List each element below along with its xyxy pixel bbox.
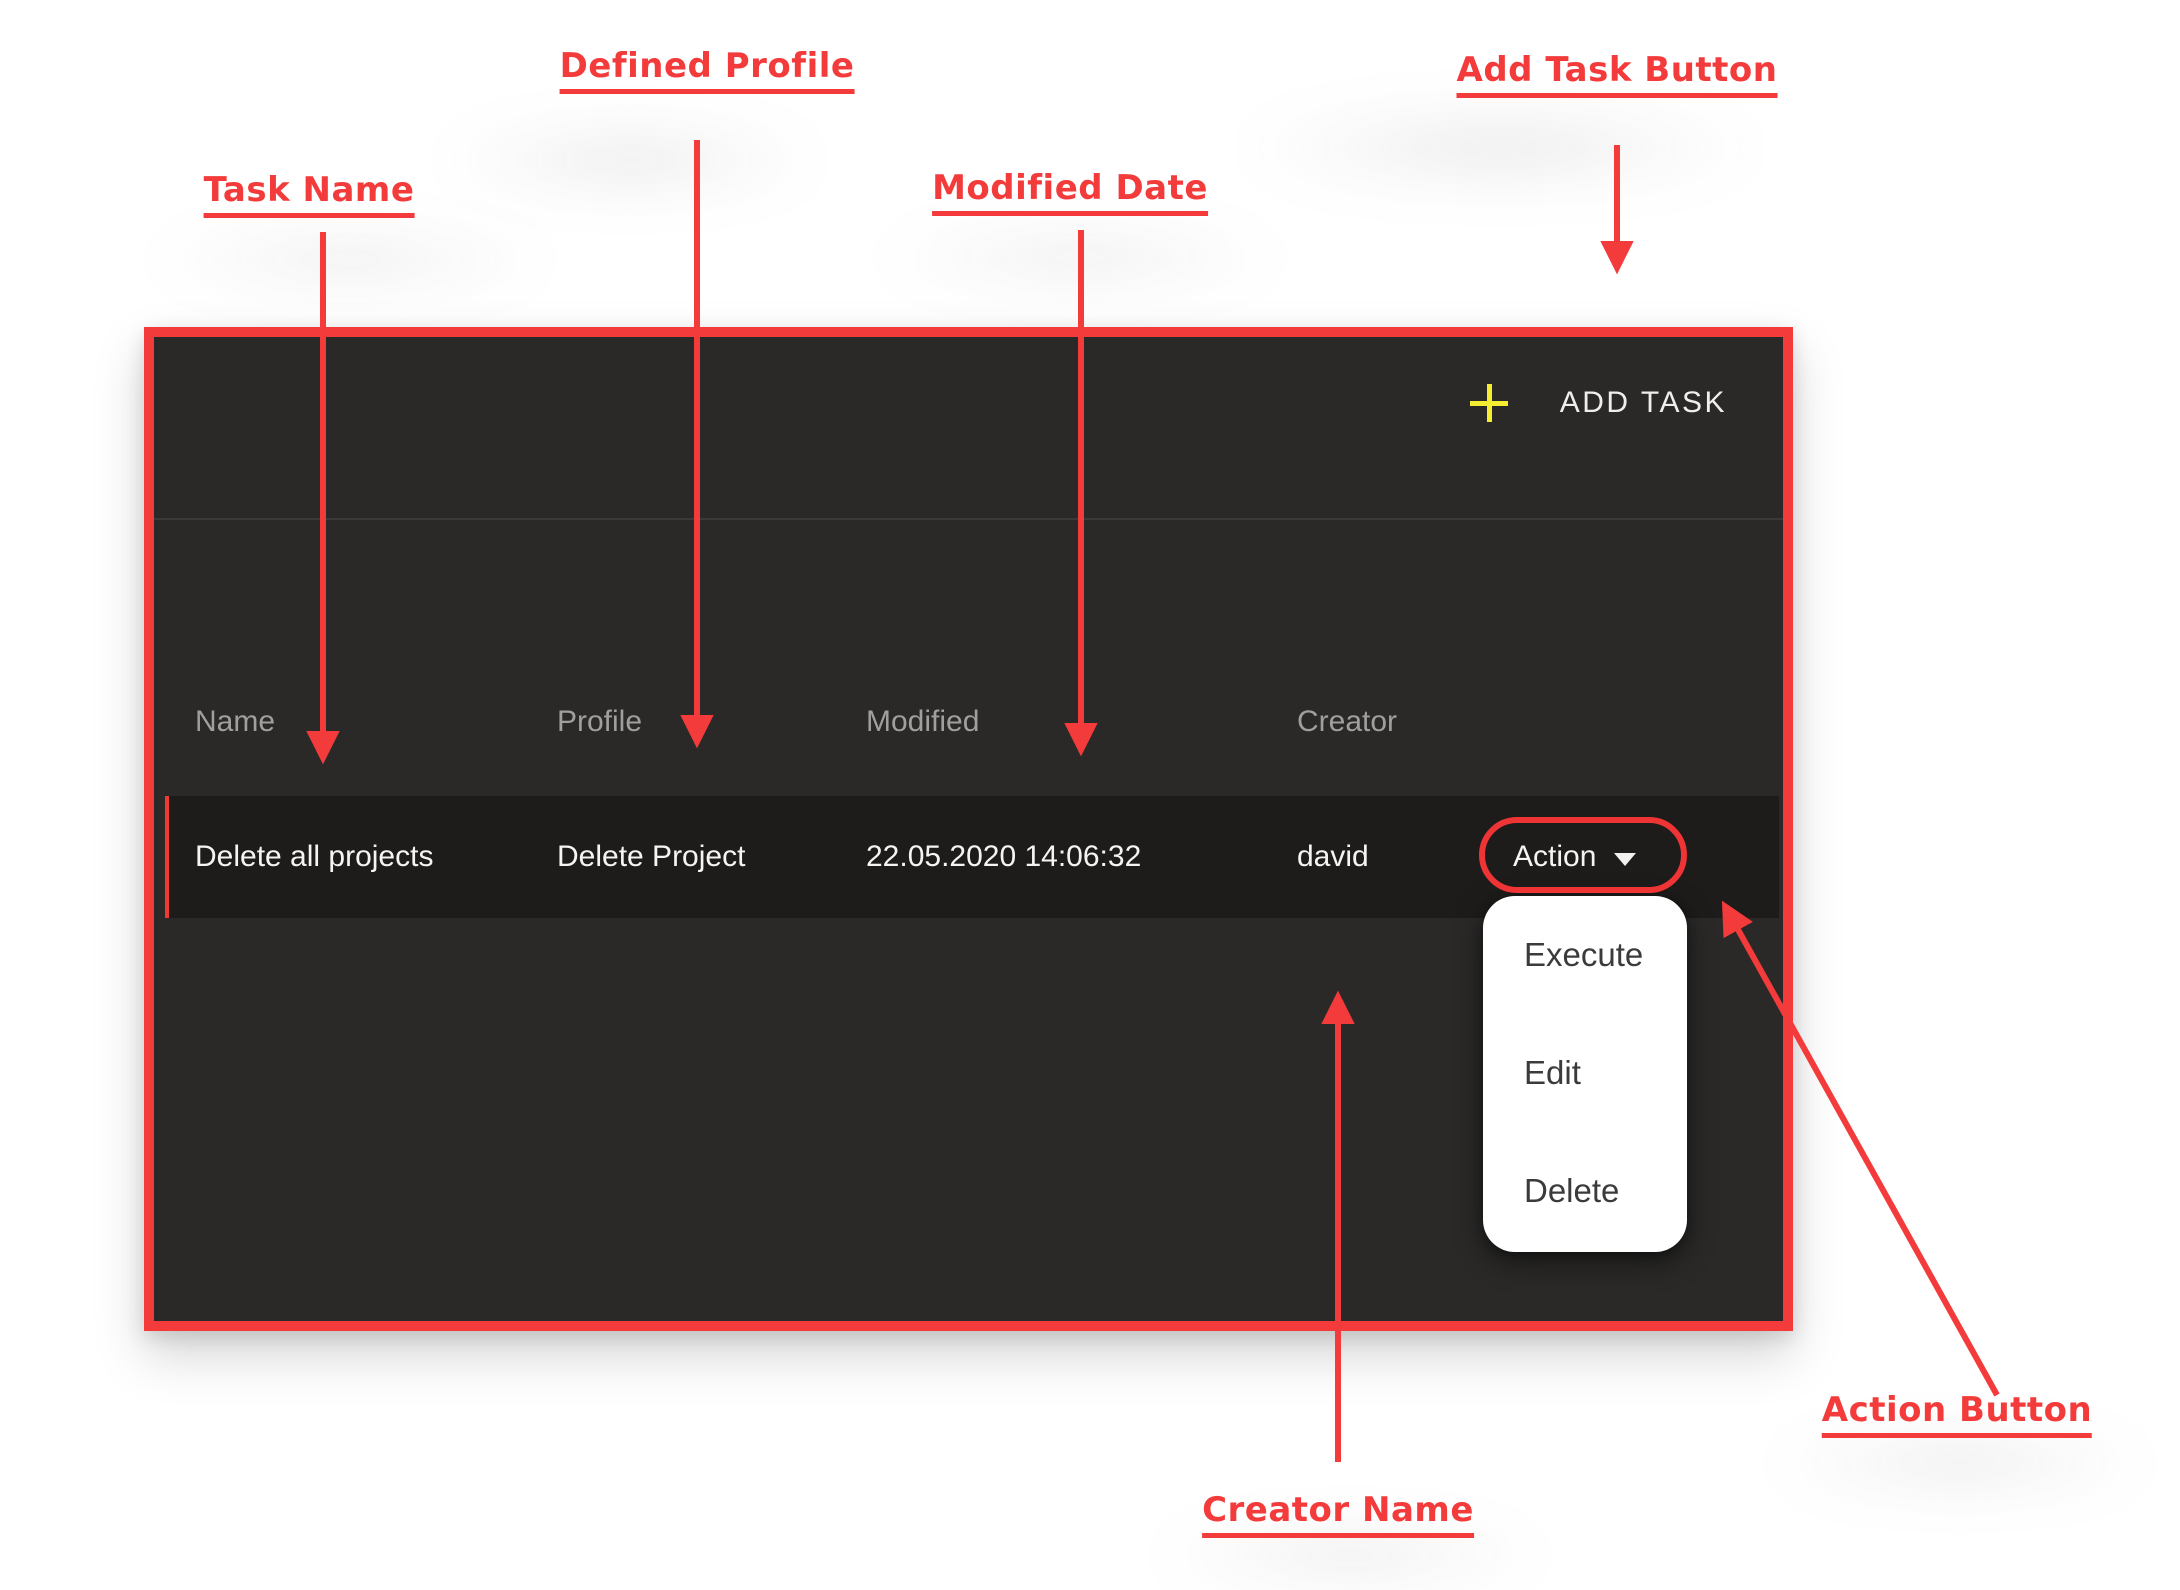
menu-item-delete[interactable]: Delete <box>1524 1172 1620 1209</box>
menu-item-edit[interactable]: Edit <box>1524 1054 1581 1091</box>
action-dropdown-button[interactable]: Action <box>1513 840 1779 874</box>
shadow-smudge <box>60 222 640 297</box>
modified-cell: 22.05.2020 14:06:32 <box>866 840 1142 873</box>
annotation-add-task-button: Add Task Button <box>1456 50 1778 98</box>
annotation-modified-date: Modified Date <box>932 168 1208 216</box>
shadow-smudge <box>790 220 1370 295</box>
annotation-defined-profile: Defined Profile <box>559 46 855 94</box>
menu-item-execute[interactable]: Execute <box>1524 936 1644 973</box>
column-header-modified: Modified <box>866 705 980 738</box>
plus-icon <box>1469 384 1508 422</box>
creator-cell: david <box>1297 840 1369 873</box>
column-header-name: Name <box>195 705 276 738</box>
add-task-button[interactable]: ADD TASK <box>1469 373 1727 433</box>
annotation-task-name: Task Name <box>203 170 415 218</box>
annotation-action-button: Action Button <box>1821 1390 2093 1438</box>
tasks-panel: ADD TASK Name Profile Modified Creator D… <box>144 327 1793 1331</box>
task-name-cell: Delete all projects <box>195 840 434 873</box>
annotation-creator-name: Creator Name <box>1202 1490 1474 1538</box>
action-dropdown-menu: Execute Edit Delete <box>1483 896 1687 1252</box>
action-label: Action <box>1513 840 1597 873</box>
shadow-smudge <box>1130 90 1870 205</box>
add-task-label: ADD TASK <box>1559 386 1727 419</box>
profile-cell: Delete Project <box>557 840 746 873</box>
chevron-down-icon <box>1614 852 1637 866</box>
column-header-creator: Creator <box>1297 705 1398 738</box>
column-header-profile: Profile <box>557 705 643 738</box>
toolbar-divider <box>154 518 1783 520</box>
table-header: Name Profile Modified Creator <box>154 697 1783 747</box>
shadow-smudge <box>360 110 900 210</box>
